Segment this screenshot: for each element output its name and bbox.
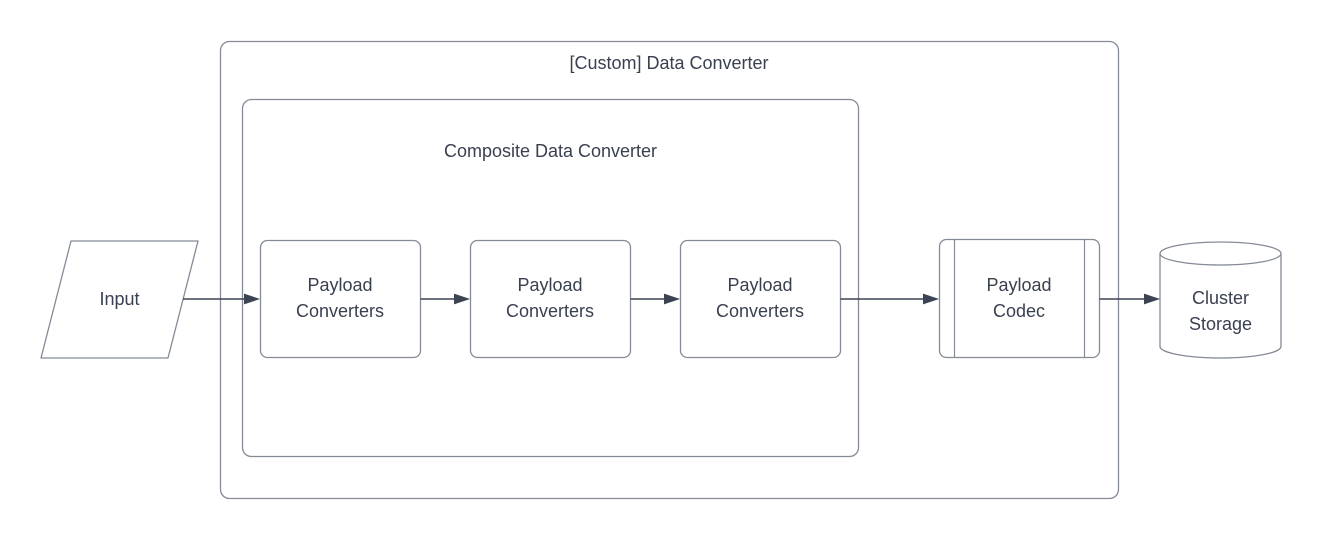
payload-converters-box-2 — [469, 239, 632, 359]
arrowhead-input-to-converter1 — [244, 293, 261, 305]
edges-group — [183, 293, 1161, 305]
cluster-storage-cylinder — [1159, 241, 1282, 359]
payload-converters-box-1 — [259, 239, 422, 359]
cluster-storage-cylinder-lid — [1159, 253, 1282, 266]
arrowhead-converter3-to-codec — [923, 293, 940, 305]
payload-codec-box — [938, 238, 1101, 359]
arrowhead-converter1-to-converter2 — [454, 293, 471, 305]
arrowhead-codec-to-storage — [1144, 293, 1161, 305]
input-parallelogram-shape — [40, 240, 199, 359]
payload-converters-box-3 — [679, 239, 842, 359]
arrowhead-converter2-to-converter3 — [664, 293, 681, 305]
